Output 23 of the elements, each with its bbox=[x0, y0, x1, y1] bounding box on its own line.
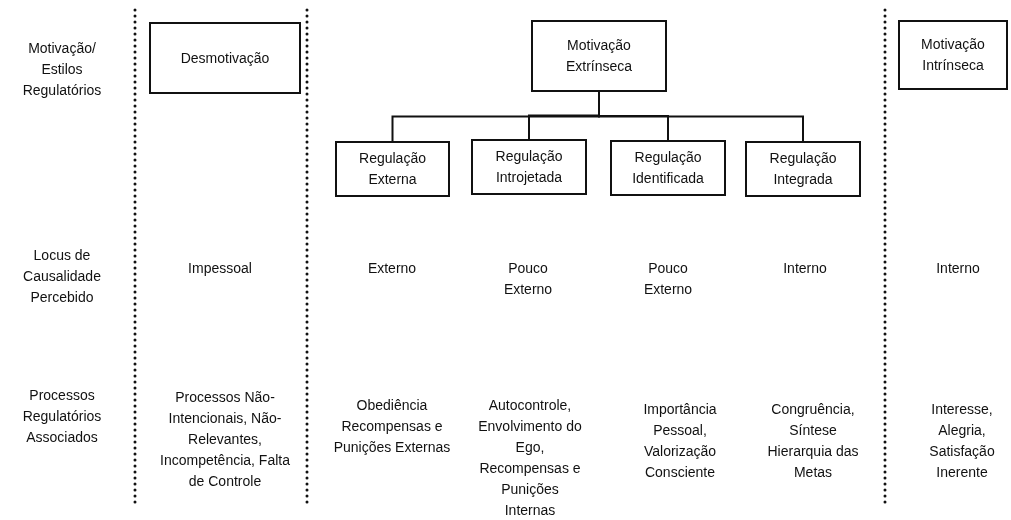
cell-text: Obediência Recompensas e Punições Externas bbox=[333, 396, 451, 457]
concept-box: Regulação Externa bbox=[335, 141, 450, 197]
row-header: Processos Regulatórios Associados bbox=[21, 386, 103, 447]
cell-text: Importância Pessoal, Valorização Consciente bbox=[642, 400, 718, 482]
concept-box: Regulação Identificada bbox=[610, 140, 726, 196]
cell-text: Interesse, Alegria, Satisfação Inerente bbox=[928, 400, 996, 482]
row-header: Locus de Causalidade Percebido bbox=[22, 246, 102, 307]
cell-text: Congruência, Síntese Hierarquia das Metas bbox=[766, 400, 860, 482]
cell-text: Pouco Externo bbox=[642, 259, 694, 299]
concept-box: Desmotivação bbox=[149, 22, 301, 94]
cell-text: Externo bbox=[366, 259, 418, 278]
concept-box: Motivação Extrínseca bbox=[531, 20, 667, 92]
concept-box: Regulação Introjetada bbox=[471, 139, 587, 195]
cell-text: Processos Não-Intencionais, Não-Relevantes, Incompetência, Falta de Controle bbox=[159, 388, 291, 491]
concept-box: Motivação Intrínseca bbox=[898, 20, 1008, 90]
cell-text: Pouco Externo bbox=[502, 259, 554, 299]
concept-box: Regulação Integrada bbox=[745, 141, 861, 197]
cell-text: Impessoal bbox=[187, 259, 253, 278]
cell-text: Interno bbox=[782, 259, 828, 278]
cell-text: Autocontrole, Envolvimento do Ego, Recompensas e Punições Internas bbox=[477, 396, 583, 520]
cell-text: Interno bbox=[935, 259, 981, 278]
connector-line bbox=[598, 91, 804, 142]
row-header: Motivação/ Estilos Regulatórios bbox=[21, 39, 103, 100]
